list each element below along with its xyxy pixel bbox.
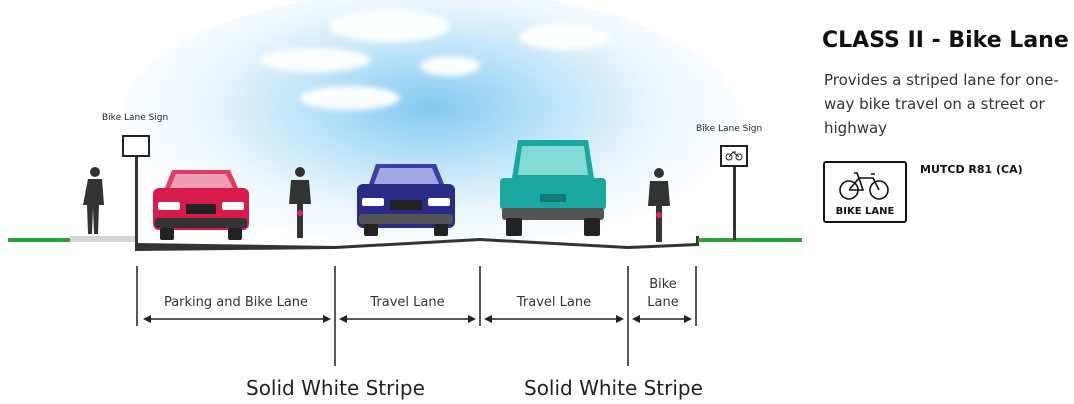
street-cross-section — [0, 0, 810, 404]
lane-label-travel-1: Travel Lane — [335, 294, 480, 312]
lane-label-travel-2: Travel Lane — [480, 294, 628, 312]
cross-section-diagram: Bike Lane Sign Bike Lane Sign Parking an… — [0, 0, 810, 404]
description: Provides a striped lane for one-way bike… — [824, 68, 1064, 140]
lane-label-bike: Bike Lane — [628, 276, 698, 312]
road-surface — [137, 238, 698, 251]
sidewalk — [70, 236, 138, 242]
bike-lane-sign-right — [721, 146, 747, 240]
red-car — [153, 170, 249, 240]
right-sign-label: Bike Lane Sign — [696, 124, 762, 134]
grass-left — [8, 238, 72, 242]
blue-car — [357, 164, 455, 236]
bike-lane-sign-left — [123, 136, 149, 239]
left-sign-label: Bike Lane Sign — [102, 113, 168, 123]
page-title: CLASS II - Bike Lane — [822, 28, 1069, 53]
mutcd-sign: BIKE LANE — [823, 161, 907, 223]
cyclist-icon — [289, 167, 311, 238]
sign-text: BIKE LANE — [825, 206, 905, 217]
teal-truck — [500, 140, 606, 236]
grass-right — [698, 238, 802, 242]
pedestrian-icon — [83, 167, 104, 234]
dimension-lines — [137, 266, 696, 366]
stripe-label-1: Solid White Stripe — [246, 376, 425, 400]
cyclist-icon — [648, 168, 670, 242]
stripe-label-2: Solid White Stripe — [524, 376, 703, 400]
lane-label-parking-bike: Parking and Bike Lane — [137, 294, 335, 312]
sign-code: MUTCD R81 (CA) — [920, 163, 1023, 176]
